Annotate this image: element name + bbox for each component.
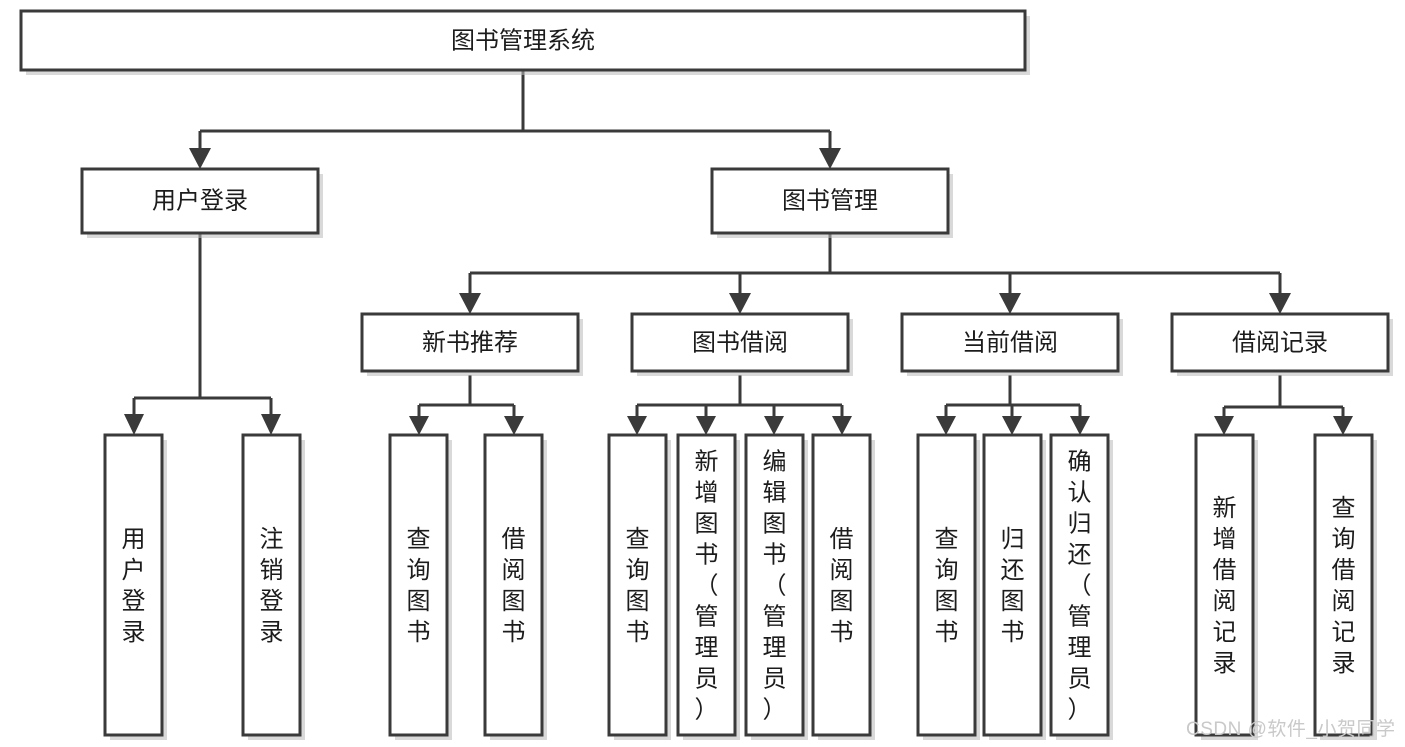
- arrowhead-leaf-query-book-1: [409, 416, 429, 435]
- leaf-edit-book-rect: [744, 433, 805, 737]
- connector-layer: [124, 70, 1353, 435]
- leaf-query-book-1-rect: [388, 433, 449, 737]
- arrowhead-leaf-add-record: [1214, 416, 1234, 435]
- leaf-user-login[interactable]: 用户登录: [103, 433, 167, 740]
- leaf-query-book-2-rect: [607, 433, 668, 737]
- leaf-query-book-3[interactable]: 查询图书: [916, 433, 980, 740]
- arrowhead-book-borrow: [729, 293, 751, 314]
- node-borrow-record-rect: [1170, 312, 1390, 373]
- arrowhead-current-borrow: [999, 293, 1021, 314]
- node-book-mgmt[interactable]: 图书管理: [710, 167, 953, 238]
- leaf-add-book-rect: [676, 433, 737, 737]
- arrowhead-leaf-query-book-2: [627, 416, 647, 435]
- node-root[interactable]: 图书管理系统: [19, 9, 1030, 75]
- node-user-login-rect: [80, 167, 320, 235]
- leaf-user-login-rect: [103, 433, 164, 737]
- node-user-login[interactable]: 用户登录: [80, 167, 323, 238]
- leaf-borrow-book-1-label: 借阅图书: [502, 526, 526, 646]
- leaf-borrow-book-1[interactable]: 借阅图书: [483, 433, 547, 740]
- node-borrow-record[interactable]: 借阅记录: [1170, 312, 1393, 376]
- leaf-confirm-return-label: 确认归还（管理员）: [1068, 449, 1092, 724]
- leaf-confirm-return-rect: [1049, 433, 1110, 737]
- node-root-rect: [19, 9, 1027, 72]
- leaf-return-book[interactable]: 归还图书: [982, 433, 1046, 740]
- node-book-mgmt-rect: [710, 167, 950, 235]
- arrowhead-leaf-borrow-book-1: [504, 416, 524, 435]
- leaf-query-book-1-label: 查询图书: [407, 526, 431, 646]
- leaf-query-book-1[interactable]: 查询图书: [388, 433, 452, 740]
- leaf-add-book-label: 新增图书（管理员）: [695, 449, 719, 724]
- arrowhead-new-book-rec: [459, 293, 481, 314]
- leaf-user-logout-label: 注销登录: [260, 526, 284, 646]
- arrowhead-leaf-query-book-3: [936, 416, 956, 435]
- leaf-user-logout[interactable]: 注销登录: [241, 433, 305, 740]
- leaf-add-record[interactable]: 新增借阅记录: [1194, 433, 1258, 740]
- leaf-query-record[interactable]: 查询借阅记录: [1313, 433, 1377, 740]
- node-book-borrow-label: 图书借阅: [692, 329, 788, 356]
- node-book-mgmt-label: 图书管理: [782, 187, 878, 214]
- node-new-book-rec-rect: [360, 312, 580, 373]
- leaf-borrow-book-2[interactable]: 借阅图书: [811, 433, 875, 740]
- arrowhead-borrow-record: [1269, 293, 1291, 314]
- leaf-borrow-book-2-rect: [811, 433, 872, 737]
- leaf-user-logout-rect: [241, 433, 302, 737]
- leaf-add-book[interactable]: 新增图书（管理员）: [676, 433, 740, 740]
- node-new-book-rec[interactable]: 新书推荐: [360, 312, 583, 376]
- leaf-confirm-return[interactable]: 确认归还（管理员）: [1049, 433, 1113, 740]
- node-book-borrow-rect: [630, 312, 850, 373]
- arrowhead-leaf-user-login: [124, 414, 144, 435]
- node-book-borrow[interactable]: 图书借阅: [630, 312, 853, 376]
- leaf-query-book-2-label: 查询图书: [626, 526, 650, 646]
- node-borrow-record-label: 借阅记录: [1232, 329, 1328, 356]
- arrowhead-leaf-add-book: [696, 416, 716, 435]
- leaf-query-book-2[interactable]: 查询图书: [607, 433, 671, 740]
- arrowhead-leaf-user-logout: [261, 414, 281, 435]
- arrowhead-leaf-return-book: [1002, 416, 1022, 435]
- arrowhead-leaf-edit-book: [764, 416, 784, 435]
- leaf-query-book-3-label: 查询图书: [935, 526, 959, 646]
- arrowhead-book-mgmt: [819, 148, 841, 169]
- node-user-login-label: 用户登录: [152, 187, 248, 214]
- leaf-edit-book-label: 编辑图书（管理员）: [763, 449, 787, 724]
- leaf-edit-book[interactable]: 编辑图书（管理员）: [744, 433, 808, 740]
- arrowhead-leaf-query-record: [1333, 416, 1353, 435]
- arrowhead-leaf-borrow-book-2: [832, 416, 852, 435]
- node-new-book-rec-label: 新书推荐: [422, 329, 518, 356]
- node-current-borrow-rect: [900, 312, 1120, 373]
- leaf-query-record-rect: [1313, 433, 1374, 737]
- leaf-user-login-label: 用户登录: [122, 526, 146, 646]
- node-root-label: 图书管理系统: [451, 27, 595, 54]
- node-current-borrow[interactable]: 当前借阅: [900, 312, 1123, 376]
- leaf-query-book-3-rect: [916, 433, 977, 737]
- leaf-add-record-rect: [1194, 433, 1255, 737]
- leaf-layer: 用户登录 注销登录 查询图书 借阅图书 查询图书 新增图书（管理员） 编辑图书（管理员） 借阅…: [103, 433, 1377, 740]
- leaf-return-book-rect: [982, 433, 1043, 737]
- leaf-query-record-label: 查询借阅记录: [1332, 495, 1356, 677]
- node-current-borrow-label: 当前借阅: [962, 329, 1058, 356]
- leaf-borrow-book-2-label: 借阅图书: [830, 526, 854, 646]
- leaf-borrow-book-1-rect: [483, 433, 544, 737]
- leaf-add-record-label: 新增借阅记录: [1213, 495, 1237, 677]
- arrowhead-leaf-confirm-return: [1070, 416, 1090, 435]
- leaf-return-book-label: 归还图书: [1001, 526, 1025, 646]
- arrowhead-user-login: [189, 148, 211, 169]
